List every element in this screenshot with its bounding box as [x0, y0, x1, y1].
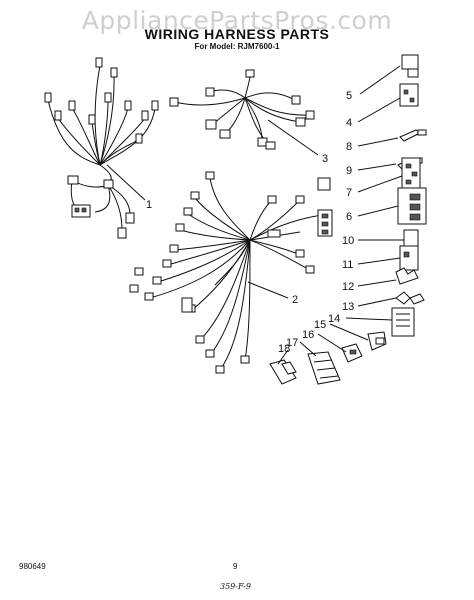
harness-3 [169, 69, 315, 150]
callout-13: 13 [342, 301, 354, 313]
harness-1 [44, 57, 159, 239]
watermark: AppliancePartsPros.com [81, 6, 393, 35]
callout-17: 17 [286, 337, 298, 349]
callout-5: 5 [346, 90, 352, 102]
part-16 [341, 343, 363, 363]
callout-11: 11 [342, 259, 353, 271]
callout-6: 6 [346, 211, 352, 223]
part-7 [401, 157, 421, 189]
callout-7: 7 [346, 187, 352, 199]
part-6 [397, 187, 427, 225]
part-8 [399, 129, 427, 142]
model-subtitle: For Model: RJM7600-1 [194, 42, 280, 51]
callout-15: 15 [314, 319, 326, 331]
callout-2: 2 [292, 294, 298, 306]
callout-10: 10 [342, 235, 354, 247]
leader-lines [106, 65, 404, 365]
callout-numbers: 1 2 3 4 5 6 7 8 9 10 11 12 13 14 15 16 1… [146, 90, 354, 355]
callout-16: 16 [302, 329, 314, 341]
callout-12: 12 [342, 281, 354, 293]
callout-8: 8 [346, 141, 352, 153]
harness-2 [129, 171, 333, 374]
callout-1: 1 [146, 199, 152, 211]
part-13 [395, 291, 425, 305]
revision-code: 359-F-9 [220, 582, 251, 591]
document-number: 980649 [19, 562, 46, 571]
callout-14: 14 [328, 313, 340, 325]
callout-9: 9 [346, 165, 352, 177]
part-18 [269, 359, 297, 385]
diagram-title: WIRING HARNESS PARTS [144, 26, 330, 42]
callout-3: 3 [322, 153, 328, 165]
part-14 [391, 307, 415, 337]
part-5 [401, 54, 419, 78]
page-number: 9 [233, 562, 238, 571]
part-11 [399, 245, 419, 271]
part-17 [307, 351, 341, 385]
part-12 [395, 267, 419, 285]
part-10 [403, 229, 419, 249]
callout-4: 4 [346, 117, 352, 129]
callout-18: 18 [278, 343, 290, 355]
part-15 [367, 331, 387, 351]
part-4 [399, 83, 419, 107]
